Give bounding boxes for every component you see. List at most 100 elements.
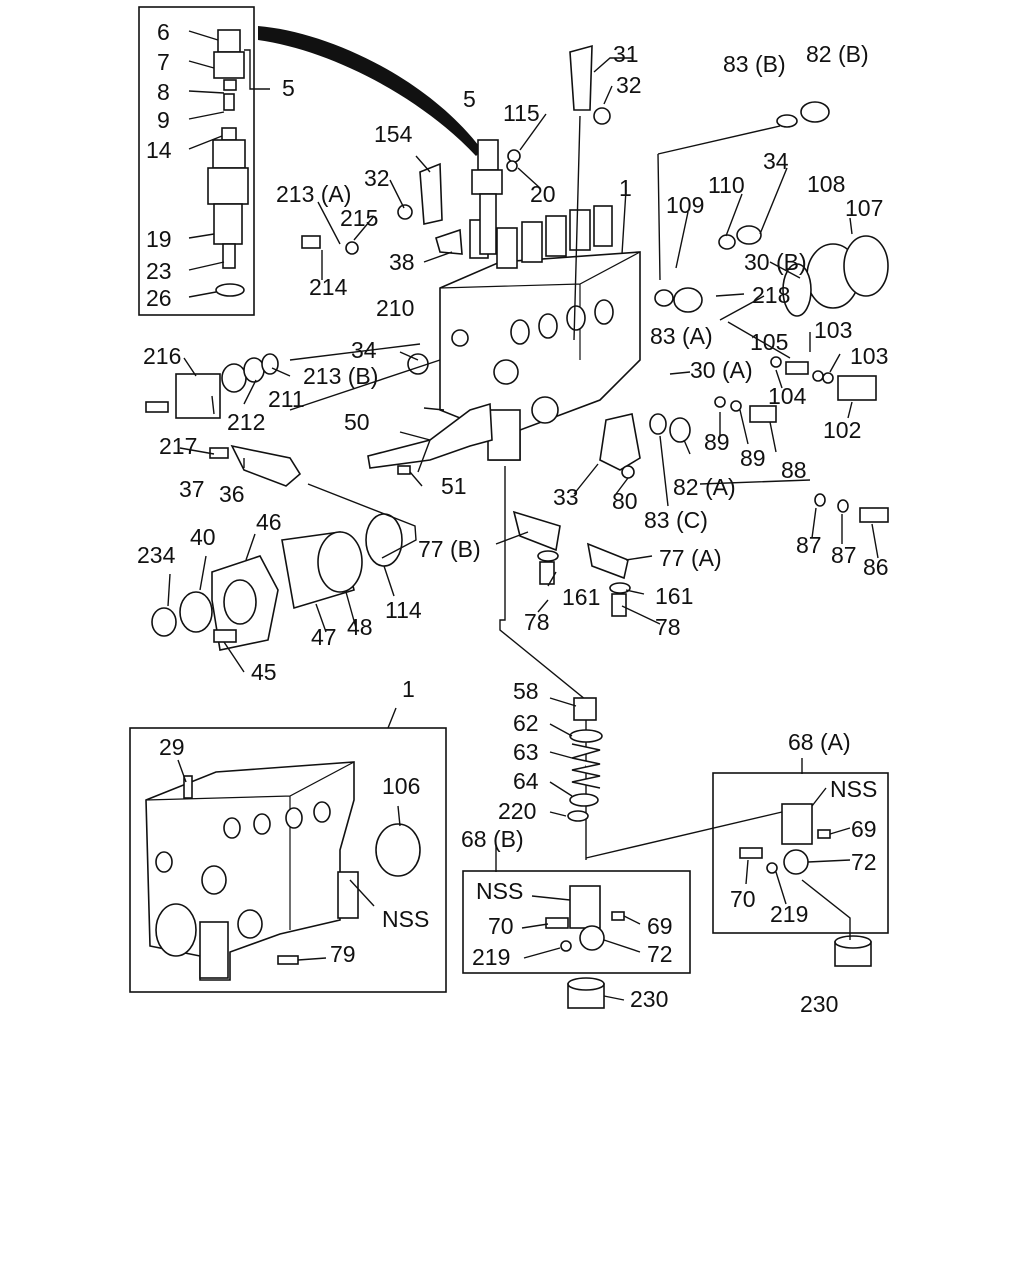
label-110: 110 (708, 172, 745, 198)
label-219-68a: 219 (770, 901, 808, 927)
label-32: 32 (616, 72, 642, 98)
label-58: 58 (513, 678, 539, 704)
pump-housing (145, 761, 359, 981)
label-234: 234 (137, 542, 176, 568)
label-106: 106 (382, 773, 420, 799)
label-38: 38 (389, 249, 415, 275)
label-34-left: 34 (351, 337, 377, 363)
injection-pump-body (439, 205, 641, 461)
label-62: 62 (513, 710, 539, 736)
plunger-spring-group (567, 697, 603, 822)
part-36-plate (230, 444, 302, 487)
label-83c: 83 (C) (644, 507, 708, 533)
label-83b: 83 (B) (723, 51, 786, 77)
label-70-68a: 70 (730, 886, 756, 912)
label-50: 50 (344, 409, 370, 435)
inset-housing-frame (129, 727, 447, 993)
label-105: 105 (750, 329, 788, 355)
label-230-68b: 230 (630, 986, 668, 1012)
label-114: 114 (385, 597, 422, 623)
label-82a: 82 (A) (673, 474, 736, 500)
label-218: 218 (752, 282, 790, 308)
label-70-68b: 70 (488, 913, 514, 939)
label-7: 7 (157, 49, 170, 75)
label-213b: 213 (B) (303, 363, 378, 389)
label-82b: 82 (B) (806, 41, 869, 67)
part-50-camshaft (367, 402, 493, 469)
label-47: 47 (311, 624, 337, 650)
label-34-right: 34 (763, 148, 789, 174)
label-103-right: 103 (850, 343, 888, 369)
label-31: 31 (613, 41, 639, 67)
label-115: 115 (503, 100, 540, 126)
label-79: 79 (330, 941, 356, 967)
label-220: 220 (498, 798, 536, 824)
part-154-bracket (419, 162, 443, 225)
part-77a-shim (586, 542, 629, 580)
label-64: 64 (513, 768, 539, 794)
label-68a: 68 (A) (788, 729, 851, 755)
label-77a: 77 (A) (659, 545, 722, 571)
label-89-right: 89 (740, 445, 766, 471)
label-78-right: 78 (655, 614, 681, 640)
label-33: 33 (553, 484, 579, 510)
label-87-right: 87 (831, 542, 857, 568)
label-103-top: 103 (814, 317, 852, 343)
tappet-68b-frame (462, 870, 691, 974)
sweep-arrow (258, 26, 482, 156)
label-29: 29 (159, 734, 185, 760)
label-230-68a: 230 (800, 991, 838, 1017)
label-45: 45 (251, 659, 277, 685)
label-104: 104 (768, 383, 807, 409)
part-5-delivery-holder (471, 139, 503, 255)
label-23: 23 (146, 258, 172, 284)
label-77b: 77 (B) (418, 536, 481, 562)
label-1-inset: 1 (402, 676, 415, 702)
label-48: 48 (347, 614, 373, 640)
label-32-left: 32 (364, 165, 390, 191)
label-214: 214 (309, 274, 348, 300)
label-86: 86 (863, 554, 889, 580)
label-80: 80 (612, 488, 638, 514)
label-212: 212 (227, 409, 265, 435)
label-68b: 68 (B) (461, 826, 524, 852)
label-102: 102 (823, 417, 861, 443)
label-5: 5 (463, 86, 476, 112)
label-87-left: 87 (796, 532, 822, 558)
label-154: 154 (374, 121, 413, 147)
label-72-68a: 72 (851, 849, 877, 875)
delivery-valve-stack (207, 29, 249, 297)
label-216: 216 (143, 343, 181, 369)
label-19: 19 (146, 226, 172, 252)
tappet-68a-frame (712, 772, 889, 934)
label-51: 51 (441, 473, 467, 499)
inset-delivery-valve-frame (138, 6, 255, 316)
label-161-left: 161 (562, 584, 600, 610)
label-219-68b: 219 (472, 944, 510, 970)
label-211: 211 (268, 386, 305, 412)
label-8: 8 (157, 79, 170, 105)
label-210: 210 (376, 295, 414, 321)
label-20: 20 (530, 181, 556, 207)
label-89-left: 89 (704, 429, 730, 455)
label-6: 6 (157, 19, 170, 45)
label-69-68b: 69 (647, 913, 673, 939)
label-107: 107 (845, 195, 883, 221)
label-36: 36 (219, 481, 245, 507)
label-161-right: 161 (655, 583, 693, 609)
label-9: 9 (157, 107, 170, 133)
label-nss-68a: NSS (830, 776, 877, 802)
label-40: 40 (190, 524, 216, 550)
label-217: 217 (159, 433, 197, 459)
label-63: 63 (513, 739, 539, 765)
label-83a: 83 (A) (650, 323, 713, 349)
label-26: 26 (146, 285, 172, 311)
label-109: 109 (666, 192, 704, 218)
part-77b-shim (512, 510, 561, 552)
label-69-68a: 69 (851, 816, 877, 842)
label-108: 108 (807, 171, 845, 197)
label-1-main: 1 (619, 175, 632, 201)
label-215: 215 (340, 205, 378, 231)
label-78-left: 78 (524, 609, 550, 635)
